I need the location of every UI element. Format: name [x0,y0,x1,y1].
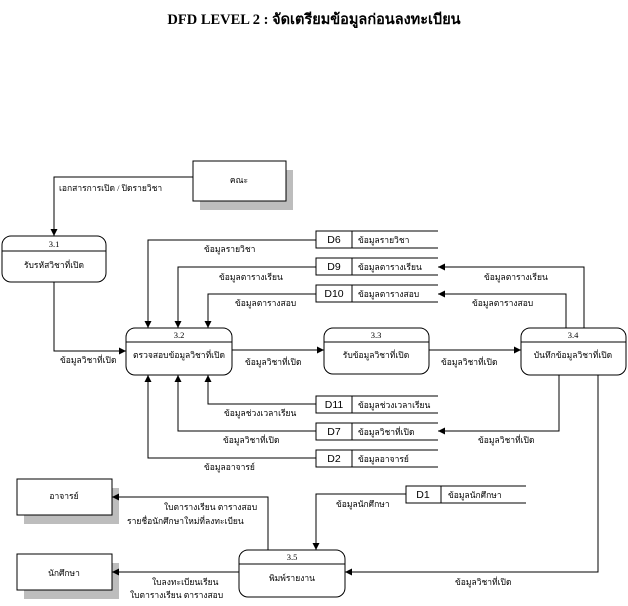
process-name: บันทึกข้อมูลวิชาที่เปิด [534,349,612,361]
flow-label: ข้อมูลวิชาที่เปิด [478,434,534,446]
flow-label: ข้อมูลวิชาที่เปิด [245,356,301,368]
store-d9: D9 ข้อมูลตารางเรียน [315,257,438,276]
diagram-title: DFD LEVEL 2 : จัดเตรียมข้อมูลก่อนลงทะเบี… [167,11,460,28]
store-id: D1 [416,489,430,501]
store-id: D11 [325,399,344,411]
process-3-4: 3.4 บันทึกข้อมูลวิชาที่เปิด [520,327,627,376]
flow-3-2-to-3-3: ข้อมูลวิชาที่เปิด [232,346,324,368]
flow-label: ข้อมูลรายวิชา [204,244,255,255]
store-id: D9 [327,261,341,273]
flow-line [438,375,560,435]
entity-label: อาจารย์ [49,491,78,501]
process-3-2: 3.2 ตรวจสอบข้อมูลวิชาที่เปิด [125,327,233,376]
flow-line [345,375,599,576]
flow-line [438,290,567,328]
store-d1: D1 ข้อมูลนักศึกษา [405,485,526,504]
process-id: 3.4 [568,330,579,340]
store-d7: D7 ข้อมูลวิชาที่เปิด [315,422,438,441]
process-id: 3.5 [287,552,298,562]
entity-box [16,553,113,591]
flow-line [144,239,316,328]
flow-line [144,375,316,459]
process-box [323,327,430,375]
flow-label-line1: ใบตารางเรียน ตารางสอบ [164,502,257,512]
store-name: ข้อมูลช่วงเวลาเรียน [358,400,431,411]
flow-line [312,493,406,550]
flow-3-4-to-d9: ข้อมูลตารางเรียน [438,263,585,328]
flow-line [204,375,316,405]
flow-d7-to-3-2: ข้อมูลวิชาที่เปิด [174,375,316,446]
flow-d2-to-3-2: ข้อมูลอาจารย์ [144,375,316,473]
process-3-5: 3.5 พิมพ์รายงาน [238,549,346,598]
flow-label: ข้อมูลช่วงเวลาเรียน [224,408,297,419]
flow-label: ข้อมูลตารางเรียน [219,272,283,283]
flow-label-line2: รายชื่อนักศึกษาใหม่ที่ลงทะเบียน [127,515,244,526]
entity-label: คณะ [230,175,248,185]
external-teacher: อาจารย์ [16,478,119,524]
flow-d6-to-3-2: ข้อมูลรายวิชา [144,239,316,328]
flow-label-line1: ใบลงทะเบียนเรียน [152,577,219,587]
store-name: ข้อมูลตารางสอบ [358,289,419,300]
store-name: ข้อมูลอาจารย์ [358,454,409,465]
flow-line [174,266,316,328]
process-3-3: 3.3 รับข้อมูลวิชาที่เปิด [323,327,430,375]
flow-d10-to-3-2: ข้อมูลตารางสอบ [204,293,316,328]
external-faculty: คณะ [192,160,293,210]
flow-3-4-to-3-5: ข้อมูลวิชาที่เปิด [345,375,599,588]
store-id: D6 [327,234,341,246]
process-id: 3.2 [174,330,185,340]
flow-label: ข้อมูลวิชาที่เปิด [455,576,511,588]
flow-line [204,293,316,328]
flow-d11-to-3-2: ข้อมูลช่วงเวลาเรียน [204,375,316,419]
store-name: ข้อมูลนักศึกษา [448,490,502,501]
store-name: ข้อมูลตารางเรียน [358,262,422,273]
store-d10: D10 ข้อมูลตารางสอบ [315,284,438,303]
flow-3-1-to-3-2: ข้อมูลวิชาที่เปิด [53,282,126,366]
flow-line [53,282,126,355]
external-student: นักศึกษา [16,553,119,599]
store-name: ข้อมูลรายวิชา [358,235,409,246]
store-d6: D6 ข้อมูลรายวิชา [315,230,438,249]
process-id: 3.1 [49,239,60,249]
process-name: พิมพ์รายงาน [269,573,315,583]
process-name: รับข้อมูลวิชาที่เปิด [343,349,409,361]
flow-3-4-to-d7: ข้อมูลวิชาที่เปิด [438,375,560,446]
store-name: ข้อมูลวิชาที่เปิด [358,426,414,438]
flow-3-5-to-teacher: ใบตารางเรียน ตารางสอบ รายชื่อนักศึกษาใหม… [112,493,269,550]
flow-label: ข้อมูลตารางสอบ [235,298,296,309]
entity-box [192,160,287,202]
flow-label: ข้อมูลนักศึกษา [336,499,390,510]
process-name: รับรหัสวิชาที่เปิด [24,259,84,270]
flow-label: ข้อมูลวิชาที่เปิด [441,356,497,368]
flow-label: ข้อมูลวิชาที่เปิด [60,354,116,366]
store-d11: D11 ข้อมูลช่วงเวลาเรียน [315,395,438,414]
process-id: 3.3 [371,330,382,340]
flow-label-line2: ใบตารางเรียน ตารางสอบ [130,590,223,600]
flow-3-4-to-d10: ข้อมูลตารางสอบ [438,290,567,328]
process-box [520,327,627,376]
flow-3-3-to-3-4: ข้อมูลวิชาที่เปิด [429,346,521,368]
flow-label: เอกสารการเปิด / ปิดรายวิชา [59,183,162,193]
flow-line [174,375,316,432]
flow-label: ข้อมูลวิชาที่เปิด [223,434,279,446]
store-d2: D2 ข้อมูลอาจารย์ [315,449,438,468]
flow-label: ข้อมูลตารางสอบ [472,298,533,309]
flow-line [50,176,193,236]
process-name: ตรวจสอบข้อมูลวิชาที่เปิด [133,349,225,361]
flow-line [112,493,269,550]
flow-label: ข้อมูลตารางเรียน [484,272,548,283]
flow-d1-to-3-5: ข้อมูลนักศึกษา [312,493,406,550]
flow-line [438,263,585,328]
process-3-1: 3.1 รับรหัสวิชาที่เปิด [1,235,107,283]
store-id: D2 [327,453,341,465]
store-id: D10 [324,288,343,300]
flow-faculty-to-3-1: เอกสารการเปิด / ปิดรายวิชา [50,176,193,236]
flow-label: ข้อมูลอาจารย์ [204,462,255,473]
entity-label: นักศึกษา [48,568,80,578]
store-id: D7 [327,426,341,438]
flow-3-5-to-student: ใบลงทะเบียนเรียน ใบตารางเรียน ตารางสอบ [112,568,239,600]
flow-d9-to-3-2: ข้อมูลตารางเรียน [174,266,316,328]
